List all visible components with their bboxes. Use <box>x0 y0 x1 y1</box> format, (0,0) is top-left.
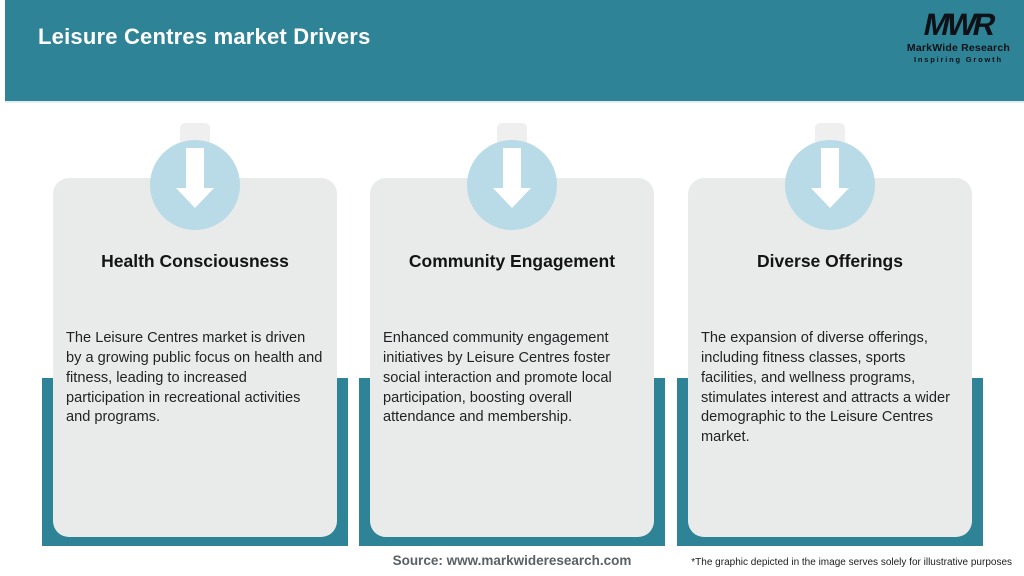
card-title: Diverse Offerings <box>757 251 903 271</box>
card-body-text: Enhanced community engagement initiative… <box>383 330 612 426</box>
logo-monogram: MWR <box>920 7 997 42</box>
card-body-text: The expansion of diverse offerings, incl… <box>701 330 951 446</box>
card-panel <box>688 178 972 537</box>
logo-tagline: Inspiring Growth <box>914 55 1003 64</box>
card-panel <box>53 178 337 537</box>
source-line: Source: www.markwideresearch.com <box>392 553 632 568</box>
header-bar: Leisure Centres market Drivers MWR MarkW… <box>5 0 1024 103</box>
card-body-text: The Leisure Centres market is driven by … <box>66 330 323 426</box>
card-top-tab <box>815 123 845 145</box>
disclaimer-text: *The graphic depicted in the image serve… <box>691 557 1012 568</box>
logo-name: MarkWide Research <box>906 42 1010 54</box>
down-arrow-icon <box>493 148 531 208</box>
page-title: Leisure Centres market Drivers <box>38 24 371 49</box>
card-title: Community Engagement <box>408 251 616 271</box>
card-top-tab <box>180 123 210 145</box>
down-arrow-icon <box>176 148 214 208</box>
down-arrow-icon <box>811 148 849 208</box>
icon-circle <box>785 140 875 230</box>
markwide-research-logo: MWR MarkWide Research Inspiring Growth <box>906 7 1010 64</box>
icon-circle <box>467 140 557 230</box>
card-top-tab <box>497 123 527 145</box>
card-panel <box>370 178 654 537</box>
card-title: Health Consciousness <box>101 251 289 271</box>
icon-circle <box>150 140 240 230</box>
